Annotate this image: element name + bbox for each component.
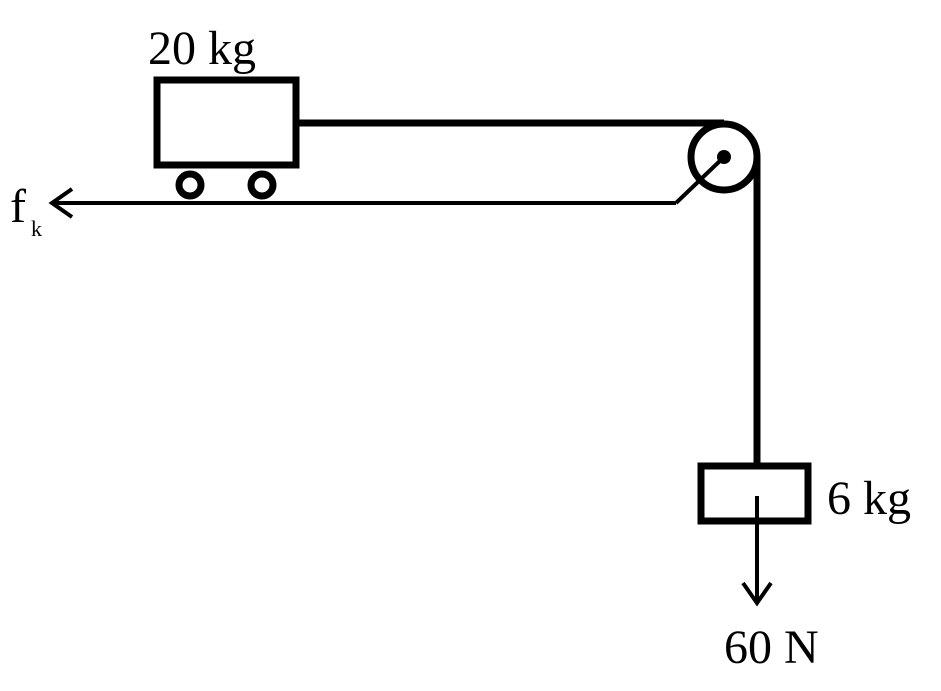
friction-arrow-head: [48, 187, 74, 219]
cart-wheel-left: [175, 170, 205, 200]
cart-wheel-right: [247, 170, 277, 200]
cart-mass-label: 20 kg: [148, 22, 256, 75]
cart-block: [153, 76, 300, 169]
friction-subscript: k: [31, 216, 42, 241]
weight-label: 60 N: [724, 621, 819, 674]
hanging-block: [697, 462, 812, 525]
pulley-bracket: [674, 155, 726, 205]
hanging-mass-label: 6 kg: [827, 472, 911, 525]
friction-label: f: [10, 180, 26, 233]
weight-arrow-head: [741, 581, 773, 607]
